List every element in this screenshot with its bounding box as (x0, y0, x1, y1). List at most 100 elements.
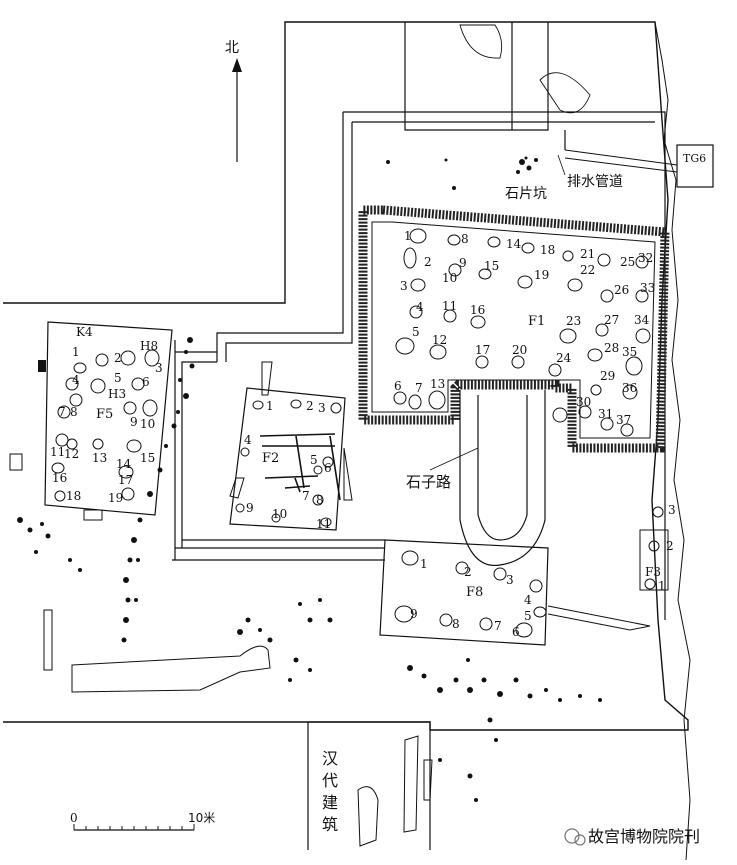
svg-text:3: 3 (318, 401, 326, 415)
svg-text:5: 5 (114, 371, 122, 385)
svg-text:2: 2 (666, 539, 674, 553)
svg-text:8: 8 (316, 493, 324, 507)
svg-text:4: 4 (524, 593, 532, 607)
stone-pit-label: 石片坑 (505, 186, 547, 202)
scale-end: 10米 (188, 811, 215, 825)
top-trench-blob (459, 24, 591, 114)
svg-text:7: 7 (58, 405, 66, 419)
f3-postholes (644, 506, 664, 590)
svg-text:12: 12 (432, 333, 447, 347)
svg-text:10: 10 (272, 507, 287, 521)
svg-text:9: 9 (246, 501, 254, 515)
han-label-3: 建 (322, 793, 338, 812)
enclosure-wall-outer (174, 111, 666, 620)
f3-numbers: 1 2 3 (658, 503, 676, 593)
svg-text:11: 11 (50, 445, 65, 459)
svg-text:18: 18 (540, 243, 555, 257)
f2-stones (229, 361, 353, 501)
drain-pointer (557, 154, 566, 176)
svg-text:19: 19 (534, 268, 549, 282)
svg-text:19: 19 (108, 491, 123, 505)
svg-text:6: 6 (142, 375, 150, 389)
svg-text:32: 32 (638, 251, 653, 265)
stone-road-inner (477, 395, 528, 541)
north-label: 北 (225, 40, 239, 56)
svg-text:21: 21 (580, 247, 595, 261)
svg-text:25: 25 (620, 255, 635, 269)
enclosure-wall-left (174, 340, 217, 548)
svg-text:11: 11 (316, 517, 331, 531)
han-label-4: 筑 (322, 815, 338, 834)
f8-label: F8 (466, 585, 483, 600)
f3-label: F3 (645, 565, 661, 579)
stone-road-label: 石子路 (406, 473, 451, 491)
han-building-features (357, 735, 433, 847)
svg-text:4: 4 (244, 433, 252, 447)
watermark-text: 故宫博物院院刊 (588, 827, 700, 846)
excavation-boundary (3, 21, 689, 731)
right-edge-line (654, 21, 691, 861)
enclosure-wall-left-2 (172, 539, 385, 561)
svg-text:1: 1 (658, 579, 666, 593)
f2-label: F2 (262, 451, 279, 466)
svg-text:13: 13 (92, 451, 107, 465)
han-label-group: 汉 代 建 筑 (322, 749, 338, 834)
tg6-box (676, 144, 714, 188)
svg-text:26: 26 (614, 283, 629, 297)
svg-text:23: 23 (566, 314, 581, 328)
svg-text:36: 36 (622, 381, 637, 395)
debris-clusters (17, 158, 602, 802)
svg-text:6: 6 (394, 379, 402, 393)
han-building-outline (307, 721, 431, 850)
svg-text:3: 3 (506, 573, 514, 587)
west-stone (9, 453, 23, 471)
svg-text:35: 35 (622, 345, 637, 359)
svg-text:16: 16 (470, 303, 485, 317)
svg-text:8: 8 (461, 232, 469, 246)
svg-text:5: 5 (310, 453, 318, 467)
f3-outline (639, 529, 669, 591)
svg-text:8: 8 (452, 617, 460, 631)
svg-text:28: 28 (604, 341, 619, 355)
f1-numbers: 1 2 3 4 5 6 7 8 9 10 11 12 13 14 15 16 1… (394, 229, 655, 427)
f1-label: F1 (528, 314, 545, 329)
svg-text:11: 11 (442, 299, 457, 313)
svg-text:4: 4 (416, 300, 424, 314)
svg-text:13: 13 (430, 377, 445, 391)
svg-text:30: 30 (576, 395, 591, 409)
svg-text:24: 24 (556, 351, 572, 365)
f5-notch (83, 509, 103, 521)
svg-text:1: 1 (266, 399, 274, 413)
svg-text:6: 6 (512, 625, 520, 639)
f2-postholes (235, 399, 342, 527)
f2-numbers: 1 2 3 4 5 6 7 8 9 10 11 (244, 399, 332, 531)
svg-text:15: 15 (140, 451, 155, 465)
svg-text:17: 17 (475, 343, 490, 357)
svg-text:34: 34 (634, 313, 650, 327)
svg-text:2: 2 (424, 255, 432, 269)
west-rect (43, 609, 53, 671)
svg-text:15: 15 (484, 259, 499, 273)
enclosure-wall-inner (181, 121, 655, 548)
svg-text:33: 33 (640, 281, 655, 295)
bottom-ditch (71, 645, 271, 693)
svg-text:2: 2 (306, 399, 314, 413)
svg-text:8: 8 (70, 405, 78, 419)
svg-text:17: 17 (118, 473, 133, 487)
svg-text:3: 3 (668, 503, 676, 517)
svg-text:7: 7 (302, 489, 310, 503)
svg-text:14: 14 (116, 457, 132, 471)
scale-bar: 0 10米 (70, 811, 215, 831)
han-label-1: 汉 (322, 749, 338, 768)
svg-text:9: 9 (130, 415, 138, 429)
svg-text:12: 12 (64, 447, 79, 461)
f8-outline (379, 539, 549, 646)
north-arrow: 北 (225, 40, 242, 162)
scale-zero: 0 (70, 811, 78, 825)
h8-label: H8 (140, 339, 158, 353)
stone-road (459, 390, 546, 567)
svg-text:4: 4 (72, 373, 80, 387)
f8-postholes (394, 550, 547, 638)
